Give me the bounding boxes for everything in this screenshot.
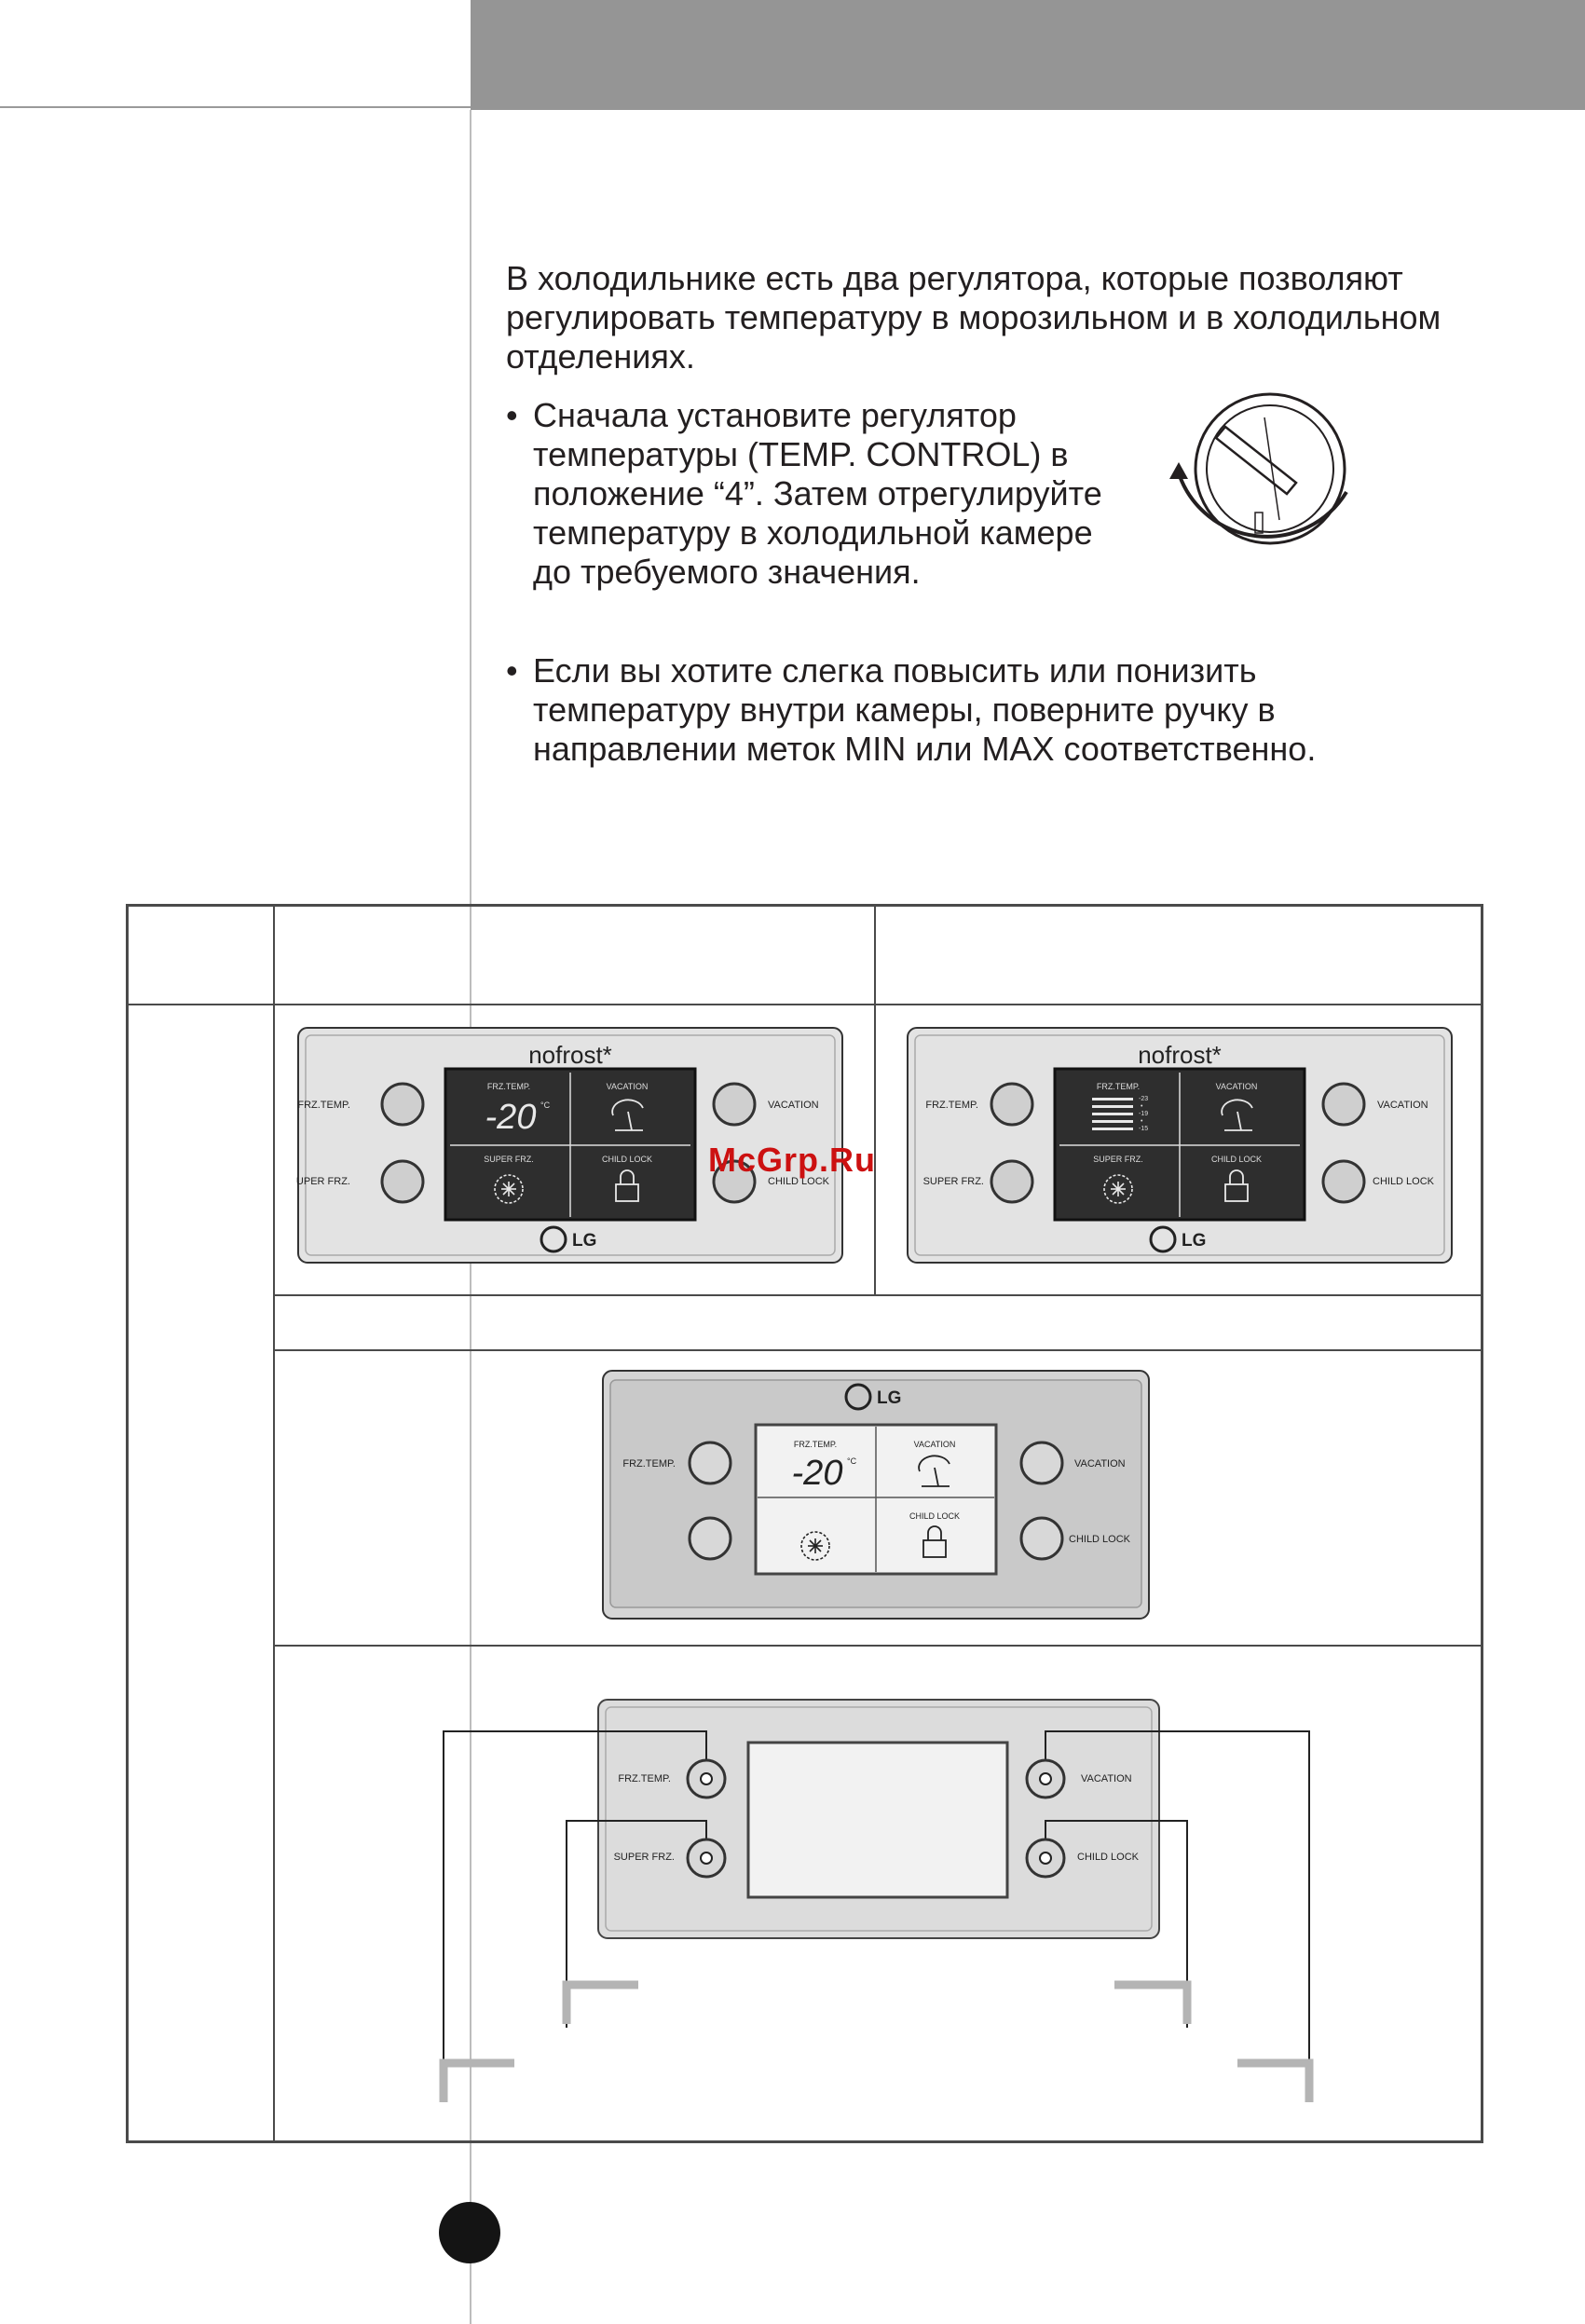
callout-lines — [443, 1730, 1310, 2102]
temp-control-dial-icon — [1169, 392, 1348, 545]
watermark-text: McGrp.Ru — [708, 1141, 877, 1179]
super-frz-button-label: SUPER FRZ. — [614, 1852, 675, 1863]
bullet-dot: • — [506, 651, 518, 690]
display-super-frz-label: SUPER FRZ. — [1093, 1155, 1143, 1164]
frz-temp-button-label: FRZ.TEMP. — [297, 1100, 350, 1111]
frz-temp-button-label: FRZ.TEMP. — [618, 1773, 671, 1784]
child-lock-button-label: CHILD LOCK — [1373, 1176, 1435, 1187]
super-frz-button[interactable] — [688, 1516, 732, 1561]
display-child-lock-label: CHILD LOCK — [1211, 1155, 1262, 1164]
label-bracket-marks — [439, 1980, 1314, 2102]
vacation-button-label: VACATION — [1081, 1773, 1132, 1784]
lg-logo: LG — [1182, 1231, 1206, 1251]
frz-temp-button[interactable] — [380, 1082, 425, 1127]
temp-unit: °C — [540, 1100, 551, 1110]
frz-temp-button[interactable] — [688, 1441, 732, 1485]
super-frz-button[interactable] — [990, 1159, 1034, 1204]
bullet-text: Если вы хотите слегка повысить или пониз… — [533, 651, 1317, 768]
super-freeze-snowflake-icon — [1103, 1174, 1133, 1204]
bullet-dot: • — [506, 396, 518, 434]
header-rule — [0, 106, 471, 108]
brand-logo: nofrost* — [1138, 1041, 1222, 1069]
brand-logo: nofrost* — [528, 1041, 612, 1069]
child-lock-button-label: CHILD LOCK — [1077, 1852, 1140, 1863]
vacation-button-label: VACATION — [1074, 1458, 1126, 1470]
display-super-frz-label: SUPER FRZ. — [484, 1155, 534, 1164]
child-lock-padlock-icon — [615, 1169, 639, 1202]
display-panel-3: LG FRZ.TEMP. -20 °C VACATION CHILD LOCK … — [601, 1369, 1151, 1625]
display-panel-4: FRZ.TEMP. SUPER FRZ. VACATION CHILD LOCK — [438, 1696, 1314, 2120]
temp-readout: -20 — [792, 1454, 843, 1493]
scale-tick: -23 — [1139, 1096, 1148, 1102]
child-lock-padlock-icon — [1224, 1169, 1249, 1202]
vacation-button-label: VACATION — [768, 1100, 819, 1111]
super-frz-button[interactable] — [380, 1159, 425, 1204]
vacation-umbrella-icon — [1221, 1099, 1253, 1131]
vacation-button[interactable] — [1019, 1441, 1064, 1485]
display-panel-2: nofrost* FRZ.TEMP. -23 • -19 • -15 VACAT… — [906, 1026, 1454, 1269]
intro-paragraph: В холодильнике есть два регулятора, кото… — [506, 259, 1442, 376]
lg-logo: LG — [877, 1388, 901, 1408]
child-lock-button[interactable] — [1019, 1516, 1064, 1561]
frz-temp-button-label: FRZ.TEMP. — [622, 1458, 676, 1470]
header-bar — [471, 0, 1585, 110]
display-vacation-label: VACATION — [607, 1082, 649, 1091]
lg-logo-icon — [1149, 1225, 1177, 1253]
vacation-umbrella-icon — [611, 1099, 644, 1131]
display-frz-temp-label: FRZ.TEMP. — [487, 1082, 530, 1091]
lg-logo: LG — [572, 1231, 596, 1251]
display-child-lock-label: CHILD LOCK — [602, 1155, 652, 1164]
super-freeze-snowflake-icon — [494, 1174, 524, 1204]
child-lock-button-label: CHILD LOCK — [768, 1176, 830, 1187]
child-lock-button[interactable] — [1321, 1159, 1366, 1204]
page-number-marker — [439, 2202, 500, 2263]
child-lock-button[interactable] — [712, 1159, 757, 1204]
scale-tick: • — [1141, 1103, 1143, 1110]
bullet-item-2: • Если вы хотите слегка повысить или пон… — [506, 651, 1447, 810]
bullet-item-1: • Сначала установите регулятор температу… — [506, 396, 1140, 638]
vacation-button-label: VACATION — [1377, 1100, 1428, 1111]
vacation-umbrella-icon — [918, 1455, 950, 1487]
temp-readout: -20 — [485, 1098, 537, 1137]
vacation-button[interactable] — [1321, 1082, 1366, 1127]
temp-unit: °C — [847, 1456, 857, 1466]
display-frz-temp-label: FRZ.TEMP. — [794, 1440, 837, 1449]
display-vacation-label: VACATION — [1216, 1082, 1258, 1091]
display-vacation-label: VACATION — [914, 1440, 956, 1449]
scale-tick: -19 — [1139, 1111, 1148, 1117]
super-frz-button-label: SUPER FRZ. — [296, 1176, 350, 1187]
vacation-button[interactable] — [712, 1082, 757, 1127]
display-frz-temp-label: FRZ.TEMP. — [1097, 1082, 1140, 1091]
display-child-lock-label: CHILD LOCK — [909, 1511, 960, 1521]
lg-logo-icon — [540, 1225, 567, 1253]
scale-tick: -15 — [1139, 1126, 1148, 1132]
child-lock-button-label: CHILD LOCK — [1069, 1534, 1131, 1545]
child-lock-padlock-icon — [922, 1525, 947, 1558]
temp-level-bars — [1092, 1098, 1133, 1130]
super-frz-button-label: SUPER FRZ. — [923, 1176, 984, 1187]
display-panel-1: nofrost* FRZ.TEMP. -20 °C VACATION SUPER… — [290, 1026, 844, 1269]
super-freeze-snowflake-icon — [800, 1531, 830, 1561]
lg-logo-icon — [844, 1383, 872, 1411]
frz-temp-button[interactable] — [990, 1082, 1034, 1127]
control-panel-table — [126, 904, 1483, 2143]
frz-temp-button-label: FRZ.TEMP. — [925, 1100, 978, 1111]
scale-tick: • — [1141, 1118, 1143, 1125]
display-window — [746, 1741, 1009, 1899]
bullet-text: Сначала установите регулятор температуры… — [533, 396, 1102, 591]
